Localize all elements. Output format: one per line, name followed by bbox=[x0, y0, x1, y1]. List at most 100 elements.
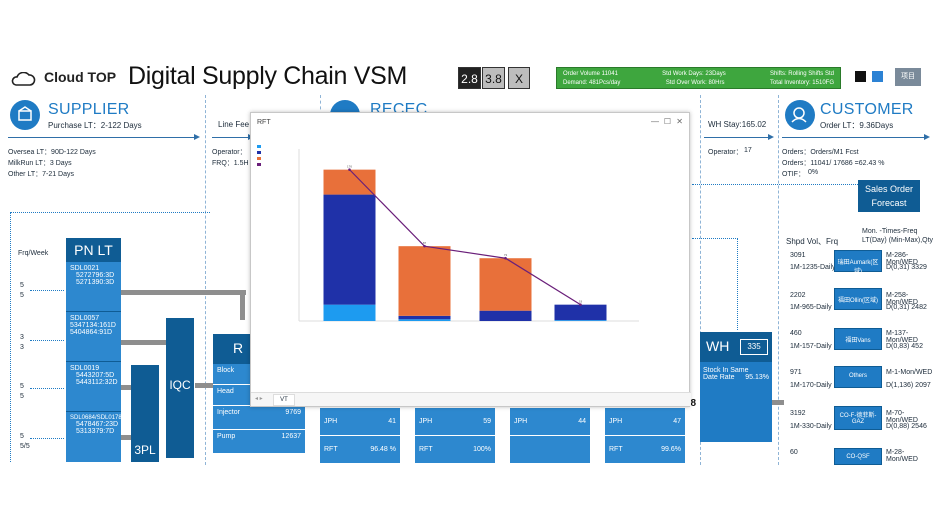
ship-freq: 1M-330-Daily bbox=[790, 423, 832, 430]
tab-scroll-icon[interactable]: ◂ ▸ bbox=[255, 396, 263, 402]
rft-value: 100% bbox=[473, 446, 491, 453]
sales-forecast-line2: Forecast bbox=[871, 198, 907, 208]
iqc-block[interactable]: IQC bbox=[166, 318, 194, 458]
line-feed-label: Line Fee bbox=[218, 120, 250, 129]
customer-box[interactable]: Others bbox=[834, 366, 882, 388]
orders-value: Orders：11041/ 17686 =62.43 % bbox=[782, 160, 885, 167]
customer-box[interactable]: 福田Vans bbox=[834, 328, 882, 350]
jph-label: JPH bbox=[419, 418, 433, 425]
pn-group[interactable]: SDL0684/SDL0178 5478467:23D 5313379:7D bbox=[66, 412, 122, 462]
ship-mon: M-28-Mon/WED bbox=[886, 449, 918, 463]
frq-value: 3 bbox=[20, 334, 24, 341]
bar-segment bbox=[479, 310, 532, 321]
jph-value: 59 bbox=[483, 418, 491, 425]
station-1[interactable]: JPH 59 RFT 100% bbox=[415, 408, 495, 464]
pn-group[interactable]: SDL0057 5347134:161D 5404864:91D bbox=[66, 312, 121, 362]
pn-item: 5271390:3D bbox=[76, 279, 115, 286]
bar-segment bbox=[323, 304, 376, 321]
customer-box[interactable]: CO-QSF bbox=[834, 448, 882, 465]
supplier-flow-line bbox=[10, 212, 210, 213]
bar-data-label: 19 bbox=[579, 300, 583, 304]
divider bbox=[778, 95, 779, 465]
pn-group[interactable]: SDL0021 5272796:3D 5271390:3D bbox=[66, 262, 121, 312]
pn-item: 5404864:91D bbox=[70, 329, 113, 336]
jph-value: 44 bbox=[578, 418, 586, 425]
customer-box[interactable]: CO-F-德菲斯-GAZ bbox=[834, 406, 882, 430]
lt-day-label: LT(Day) (Min-Max),Qty bbox=[862, 237, 934, 244]
minimize-icon[interactable]: — bbox=[651, 117, 659, 126]
pn-group-name: SDL0019 bbox=[70, 365, 100, 372]
pn-item: 5347134:161D bbox=[70, 322, 116, 329]
process-row-value: 9769 bbox=[285, 409, 301, 416]
total-inventory: Total Inventory: 1510FG bbox=[769, 80, 834, 86]
line-point bbox=[579, 303, 582, 306]
oversea-lt: Oversea LT：90D-122 Days bbox=[8, 149, 96, 156]
brand-name: Cloud TOP bbox=[44, 69, 117, 85]
rft-value: 96.48 % bbox=[370, 446, 396, 453]
3pl-block[interactable]: 3PL bbox=[131, 365, 159, 462]
bar-data-label: 73 bbox=[504, 253, 508, 257]
bar-segment bbox=[323, 194, 376, 305]
line-feed-operator: Operator： bbox=[212, 149, 247, 156]
project-button[interactable]: 项目 bbox=[895, 68, 921, 86]
theme-dark-swatch[interactable] bbox=[855, 71, 866, 82]
ship-vol: 3192 bbox=[790, 410, 806, 417]
inbound-arrow bbox=[30, 438, 64, 439]
flow-arrow bbox=[240, 290, 245, 320]
inbound-arrow bbox=[30, 340, 64, 341]
process-row-label: Block bbox=[217, 367, 235, 374]
sales-order-forecast-box[interactable]: Sales Order Forecast bbox=[858, 180, 920, 212]
inbound-arrow bbox=[30, 388, 64, 389]
wh-body[interactable]: Stock In Same 95.13% Date Rate bbox=[700, 362, 772, 442]
frq-value: 5 bbox=[20, 282, 24, 289]
jph-label: JPH bbox=[324, 418, 338, 425]
ship-vol: 60 bbox=[790, 449, 798, 456]
other-lt: Other LT：7-21 Days bbox=[8, 171, 75, 178]
orders-label: Orders：Orders/M1 Fcst bbox=[782, 149, 859, 156]
supplier-icon bbox=[10, 100, 40, 130]
divider bbox=[700, 95, 701, 465]
customer-box[interactable]: 福田Ollin(区域) bbox=[834, 288, 882, 310]
line-point bbox=[348, 168, 351, 171]
flow-arrow bbox=[121, 435, 131, 440]
cloud-icon bbox=[11, 72, 36, 86]
frq-value: 5 bbox=[20, 433, 24, 440]
jph-label: JPH bbox=[609, 418, 623, 425]
ship-mon: M-1-Mon/WED bbox=[886, 369, 933, 376]
pn-lt-header: PN LT bbox=[66, 238, 121, 262]
rft-label: RFT bbox=[419, 446, 433, 453]
legend-swatch bbox=[257, 163, 261, 166]
customer-box[interactable]: 瑞田Aumark(区域) bbox=[834, 250, 882, 275]
shifts: Shifts: Rolling Shifts Std bbox=[769, 71, 834, 77]
close-version-button[interactable]: X bbox=[508, 67, 530, 89]
flow-arrow bbox=[772, 400, 784, 405]
version-button-b[interactable]: 3.8 bbox=[482, 67, 505, 89]
supplier-title: SUPPLIER bbox=[48, 101, 130, 118]
std-work-days: Std Work Days: 23Days bbox=[662, 71, 726, 77]
sales-forecast-line1: Sales Order bbox=[864, 184, 914, 194]
line-feed-frq: FRQ：1.5H bbox=[212, 160, 249, 167]
station-0[interactable]: JPH 41 RFT 96.48 % bbox=[320, 408, 400, 464]
otif-value: 0% bbox=[808, 169, 819, 176]
tab-vt[interactable]: VT bbox=[273, 394, 295, 406]
shipping-table: 3091 1M-1235-Daily 瑞田Aumark(区域) M-286-Mo… bbox=[786, 250, 934, 465]
theme-blue-swatch[interactable] bbox=[872, 71, 883, 82]
maximize-icon[interactable]: ☐ bbox=[663, 117, 671, 126]
pn-item: 5478467:23D bbox=[76, 421, 119, 428]
bar-segment bbox=[398, 315, 451, 320]
bar-segment bbox=[323, 169, 376, 195]
modal-title: RFT bbox=[257, 119, 271, 126]
close-icon[interactable]: ✕ bbox=[676, 117, 683, 126]
version-button-a[interactable]: 2.8 bbox=[458, 67, 481, 89]
pn-group[interactable]: SDL0019 5443207:5D 5443112:32D bbox=[66, 362, 121, 412]
rft-label: RFT bbox=[324, 446, 338, 453]
demand: Demand: 481Pcs/day bbox=[563, 80, 621, 86]
jph-value: 47 bbox=[673, 418, 681, 425]
jph-value: 41 bbox=[388, 418, 396, 425]
